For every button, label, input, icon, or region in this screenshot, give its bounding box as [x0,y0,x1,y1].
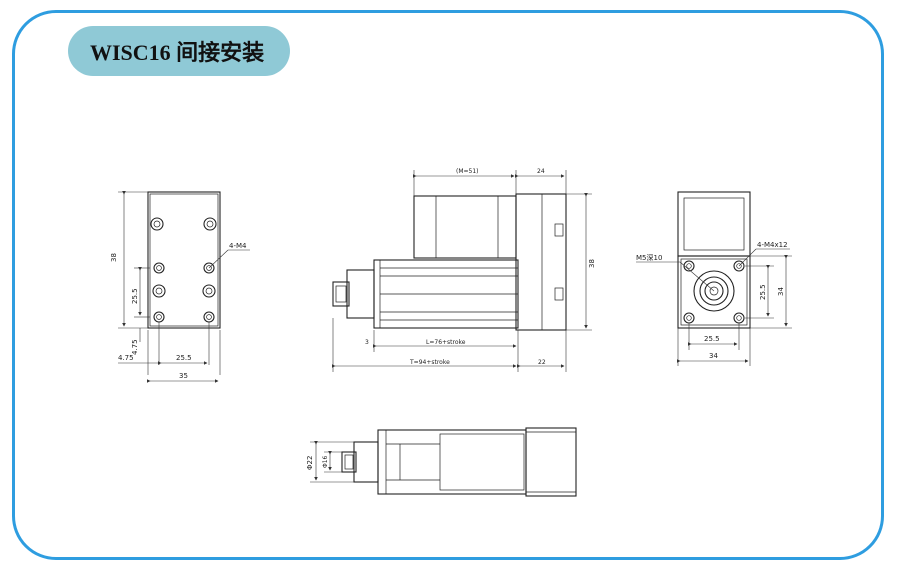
end-view: M5深10 4-M4x12 25.5 34 25.5 34 [636,191,792,366]
end-hspacing-label: 25.5 [704,335,720,343]
top-outer-dia-label: Φ22 [306,456,314,470]
front-vspacing-label: 25.5 [131,288,139,304]
front-hole-label: 4-M4 [229,242,247,250]
front-height-label: 38 [110,253,118,262]
top-inner-dia-label: Φ16 [322,455,329,468]
front-hspacing-label: 25.5 [176,354,192,362]
top-view: Φ22 Φ16 [306,427,577,497]
end-motor [677,191,751,257]
end-vspacing-label: 25.5 [759,284,767,300]
side-motor-length-label: (M=51) [456,168,479,175]
side-step-label: 3 [365,339,369,346]
side-end-housing [515,193,567,331]
end-flange [677,255,751,329]
side-end-length-label: 22 [538,359,546,366]
front-width-label: 35 [179,372,188,380]
side-motor-width-label: 24 [537,168,545,175]
front-view-holes [150,217,217,323]
front-offset-label-h: 4.75 [118,354,134,362]
side-motor [413,195,517,259]
end-hole-label: 4-M4x12 [757,241,788,249]
top-rod-end [353,441,379,483]
front-view-body [147,191,221,329]
end-width-label: 34 [709,352,718,360]
end-height-label: 34 [777,287,785,296]
end-rod-thread-label: M5深10 [636,253,662,262]
side-body-length-label: L=76+stroke [426,339,466,346]
page-title: WISC16 间接安装 [68,26,290,76]
end-rod-outer [693,270,735,312]
side-total-length-label: T=94+stroke [409,359,450,366]
top-end-housing [525,427,577,497]
front-offset-label-v: 4.75 [131,339,139,355]
content-frame [12,10,884,560]
front-view: 4-M4 38 25.5 4.75 4.75 25.5 35 [110,191,250,383]
side-view: (M=51) 24 38 3 L=76+stroke T=94+stroke 2… [332,168,596,372]
side-height-label: 38 [588,259,596,268]
side-rod-end [346,269,375,319]
